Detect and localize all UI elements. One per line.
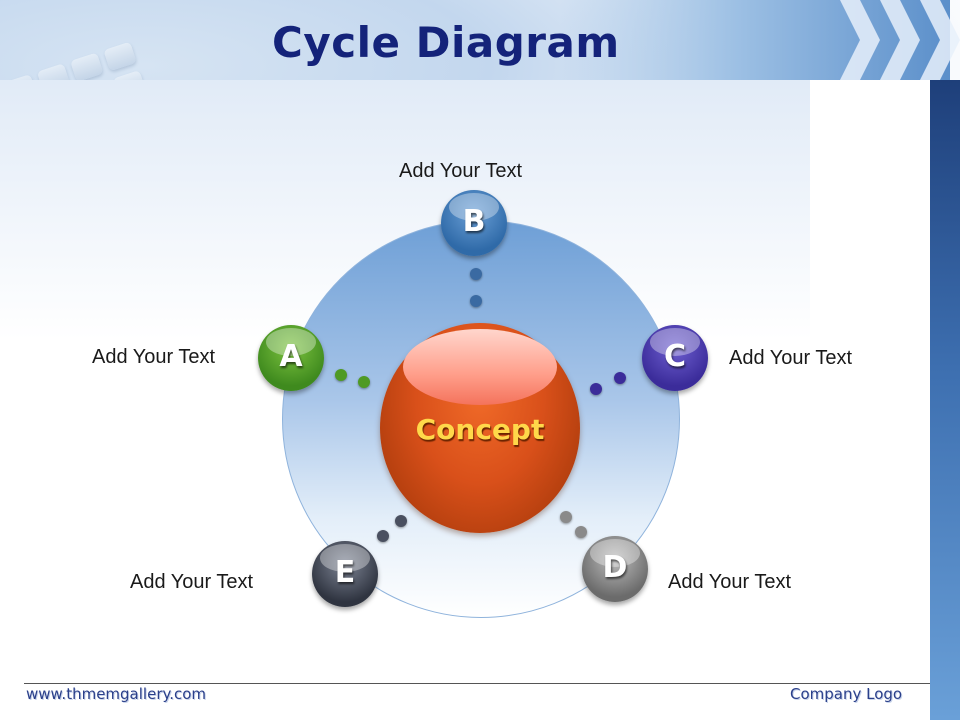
concept-highlight xyxy=(403,329,557,405)
connector-dot-c xyxy=(614,372,626,384)
node-c-letter: C xyxy=(663,339,687,374)
node-e: E xyxy=(312,541,378,607)
connector-dot-a xyxy=(358,376,370,388)
node-c: C xyxy=(642,325,708,391)
title-band xyxy=(560,0,950,80)
node-a-text: Add Your Text xyxy=(92,346,216,368)
node-a: A xyxy=(258,325,324,391)
node-c-text: Add Your Text xyxy=(729,347,853,369)
node-d-text: Add Your Text xyxy=(668,571,792,593)
chevron-decoration xyxy=(840,0,960,80)
footer-website: www.thmemgallery.com xyxy=(26,685,207,703)
node-e-text: Add Your Text xyxy=(130,571,254,593)
node-b: B xyxy=(441,190,507,256)
connector-dot-d xyxy=(575,526,587,538)
right-side-bar xyxy=(930,80,960,720)
connector-dot-b xyxy=(470,268,482,280)
node-d: D xyxy=(582,536,648,602)
footer-company-logo: Company Logo xyxy=(790,685,903,703)
page-title: Cycle Diagram xyxy=(272,18,620,67)
connector-dot-e xyxy=(395,515,407,527)
footer-divider xyxy=(24,683,930,684)
node-b-text: Add Your Text xyxy=(399,160,523,182)
connector-dot-e xyxy=(377,530,389,542)
node-d-letter: D xyxy=(602,550,628,585)
connector-dot-c xyxy=(590,383,602,395)
concept-label: Concept xyxy=(415,413,545,446)
connector-dot-a xyxy=(335,369,347,381)
concept-circle: Concept xyxy=(380,323,580,533)
node-b-letter: B xyxy=(462,204,486,239)
node-e-letter: E xyxy=(334,555,356,590)
connector-dot-d xyxy=(560,511,572,523)
node-a-letter: A xyxy=(279,339,303,374)
connector-dot-b xyxy=(470,295,482,307)
